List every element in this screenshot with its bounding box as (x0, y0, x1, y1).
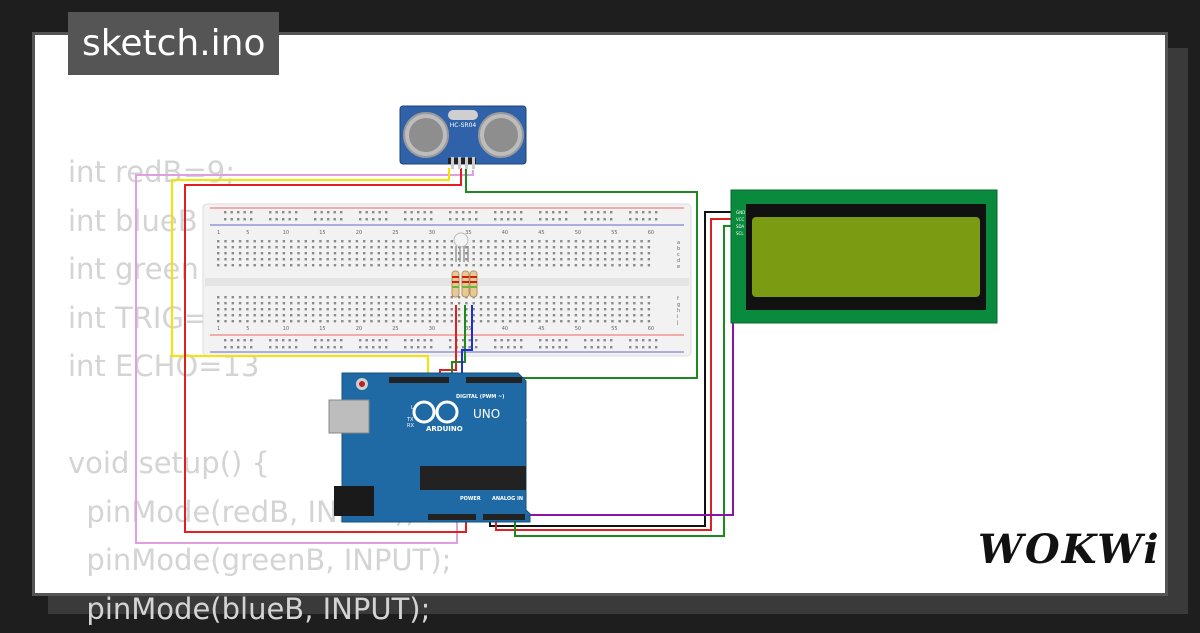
wires (135, 168, 735, 544)
wire-green-lcd (514, 225, 735, 537)
l-label: L (411, 405, 414, 411)
breadboard-column-label: 15 (319, 326, 325, 332)
lcd-display: GND VCC SDA SCL (730, 189, 998, 324)
breadboard-column-label: 1 (217, 326, 220, 332)
lcd-pin-label: VCC (736, 217, 745, 222)
lcd-pin-label: GND (736, 210, 745, 215)
breadboard-column-label: 30 (429, 326, 435, 332)
file-name-tab: sketch.ino (68, 12, 280, 75)
wire-red-lcd (495, 218, 735, 531)
power-label: POWER (460, 496, 481, 502)
breadboard-column-label: 35 (465, 230, 471, 236)
breadboard-column-label: 10 (283, 230, 289, 236)
breadboard-row-label: f (677, 296, 679, 302)
wire-yellow (171, 168, 450, 380)
rx-label: RX (407, 423, 414, 429)
breadboard-row-label: c (677, 252, 680, 258)
breadboard-column-label: 30 (429, 230, 435, 236)
ultrasonic-sensor: HC-SR04 (399, 105, 527, 169)
arduino-uno: UNO ARDUINO DIGITAL (PWM ~) POWER ANALOG… (328, 372, 534, 523)
breadboard-column-label: 50 (575, 230, 581, 236)
board-model: UNO (473, 407, 500, 421)
breadboard-row-label: a (677, 240, 680, 246)
breadboard-column-label: 25 (392, 326, 398, 332)
breadboard-row-label: g (677, 302, 680, 308)
breadboard-column-label: 20 (356, 326, 362, 332)
breadboard-column-label: 15 (319, 230, 325, 236)
wire-black-lcd (489, 211, 735, 527)
breadboard-column-label: 5 (246, 230, 249, 236)
resistors (451, 270, 478, 298)
analog-label: ANALOG IN (492, 496, 523, 502)
breadboard: 1155101015152020252530303535404045455050… (202, 203, 692, 357)
breadboard-row-label: b (677, 246, 680, 252)
breadboard-column-label: 1 (217, 230, 220, 236)
breadboard-row-label: d (677, 258, 680, 264)
breadboard-column-label: 20 (356, 230, 362, 236)
breadboard-column-label: 55 (611, 230, 617, 236)
tx-label: TX (406, 417, 414, 423)
breadboard-row-label: h (677, 308, 680, 314)
breadboard-column-label: 35 (465, 326, 471, 332)
breadboard-column-label: 45 (538, 326, 544, 332)
sensor-label: HC-SR04 (450, 122, 477, 129)
breadboard-column-label: 5 (246, 326, 249, 332)
breadboard-column-label: 50 (575, 326, 581, 332)
breadboard-row-label: i (677, 314, 678, 320)
wire-green-led (451, 305, 466, 380)
wire-blue-led (461, 305, 473, 380)
breadboard-column-label: 40 (502, 230, 508, 236)
lcd-pin-label: SCL (736, 231, 744, 236)
breadboard-column-label: 25 (392, 230, 398, 236)
lcd-pin-label: SDA (736, 224, 745, 229)
breadboard-row-label: e (677, 264, 680, 270)
wire-pink (135, 170, 474, 544)
breadboard-column-label: 40 (502, 326, 508, 332)
breadboard-column-label: 45 (538, 230, 544, 236)
breadboard-column-label: 60 (648, 326, 654, 332)
wire-green-sensor (465, 168, 698, 379)
breadboard-column-label: 60 (648, 230, 654, 236)
on-label: ON (526, 418, 534, 424)
digital-label: DIGITAL (PWM ~) (456, 394, 504, 400)
wokwi-logo: WOKWi (978, 526, 1161, 573)
breadboard-column-label: 10 (283, 326, 289, 332)
rgb-led (453, 232, 469, 262)
wire-red-sensor (184, 168, 467, 533)
breadboard-column-label: 55 (611, 326, 617, 332)
board-brand: ARDUINO (426, 425, 463, 433)
breadboard-row-label: j (676, 320, 678, 326)
